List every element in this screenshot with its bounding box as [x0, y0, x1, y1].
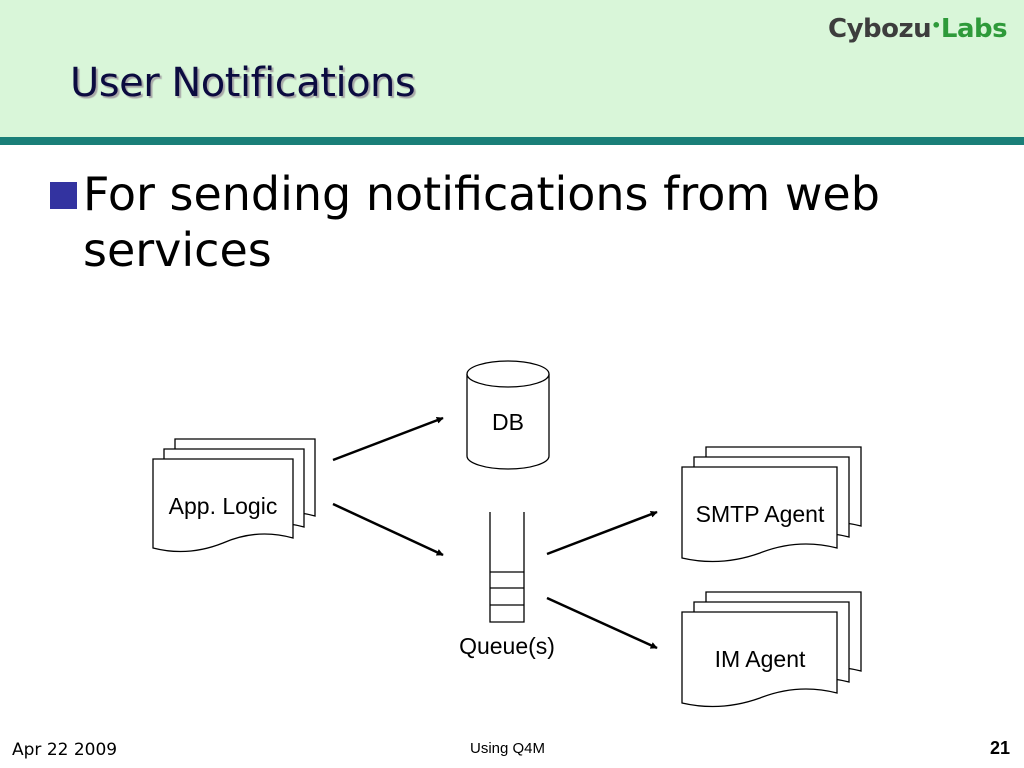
logo-text-labs: Labs: [940, 14, 1008, 44]
queue-icon: [490, 512, 524, 622]
queue-label: Queue(s): [459, 633, 555, 659]
cybozu-labs-logo: Cybozu•Labs: [828, 14, 1008, 44]
logo-dot: •: [931, 16, 941, 35]
db-node: DB: [466, 360, 550, 470]
db-cylinder-icon: [466, 374, 550, 470]
queue-outline: [489, 512, 525, 623]
arrow-queue-to-smtp-agent: [546, 510, 658, 556]
square-bullet-icon: [50, 182, 77, 209]
slide-title: User Notifications: [70, 60, 416, 106]
db-cylinder-top: [466, 360, 550, 388]
bullet-text: For sending notifications from web servi…: [83, 167, 880, 277]
db-label: DB: [492, 409, 524, 435]
app-logic-label: App. Logic: [169, 493, 278, 519]
im-agent-doc-front: [681, 611, 838, 708]
queue-node: Queue(s): [459, 512, 555, 659]
im-agent-label: IM Agent: [715, 646, 806, 672]
smtp-agent-doc-front: [681, 466, 838, 563]
slide-header: [0, 0, 1024, 137]
arrow-queue-to-im-agent: [546, 596, 658, 650]
im-agent-node: IM Agent: [681, 591, 862, 708]
footer-page-number: 21: [990, 738, 1011, 758]
arrow-app-logic-to-db: [332, 416, 444, 462]
app-logic-doc-front: [152, 458, 294, 553]
footer-presentation-title: Using Q4M: [470, 740, 546, 757]
arrow-app-logic-to-queue: [332, 502, 444, 557]
logo-text-cybozu: Cybozu: [828, 14, 932, 44]
header-rule: [0, 137, 1024, 145]
smtp-agent-label: SMTP Agent: [696, 501, 825, 527]
app-logic-node: App. Logic: [152, 438, 316, 553]
footer-date: Apr 22 2009: [12, 740, 118, 760]
smtp-agent-node: SMTP Agent: [681, 446, 862, 563]
